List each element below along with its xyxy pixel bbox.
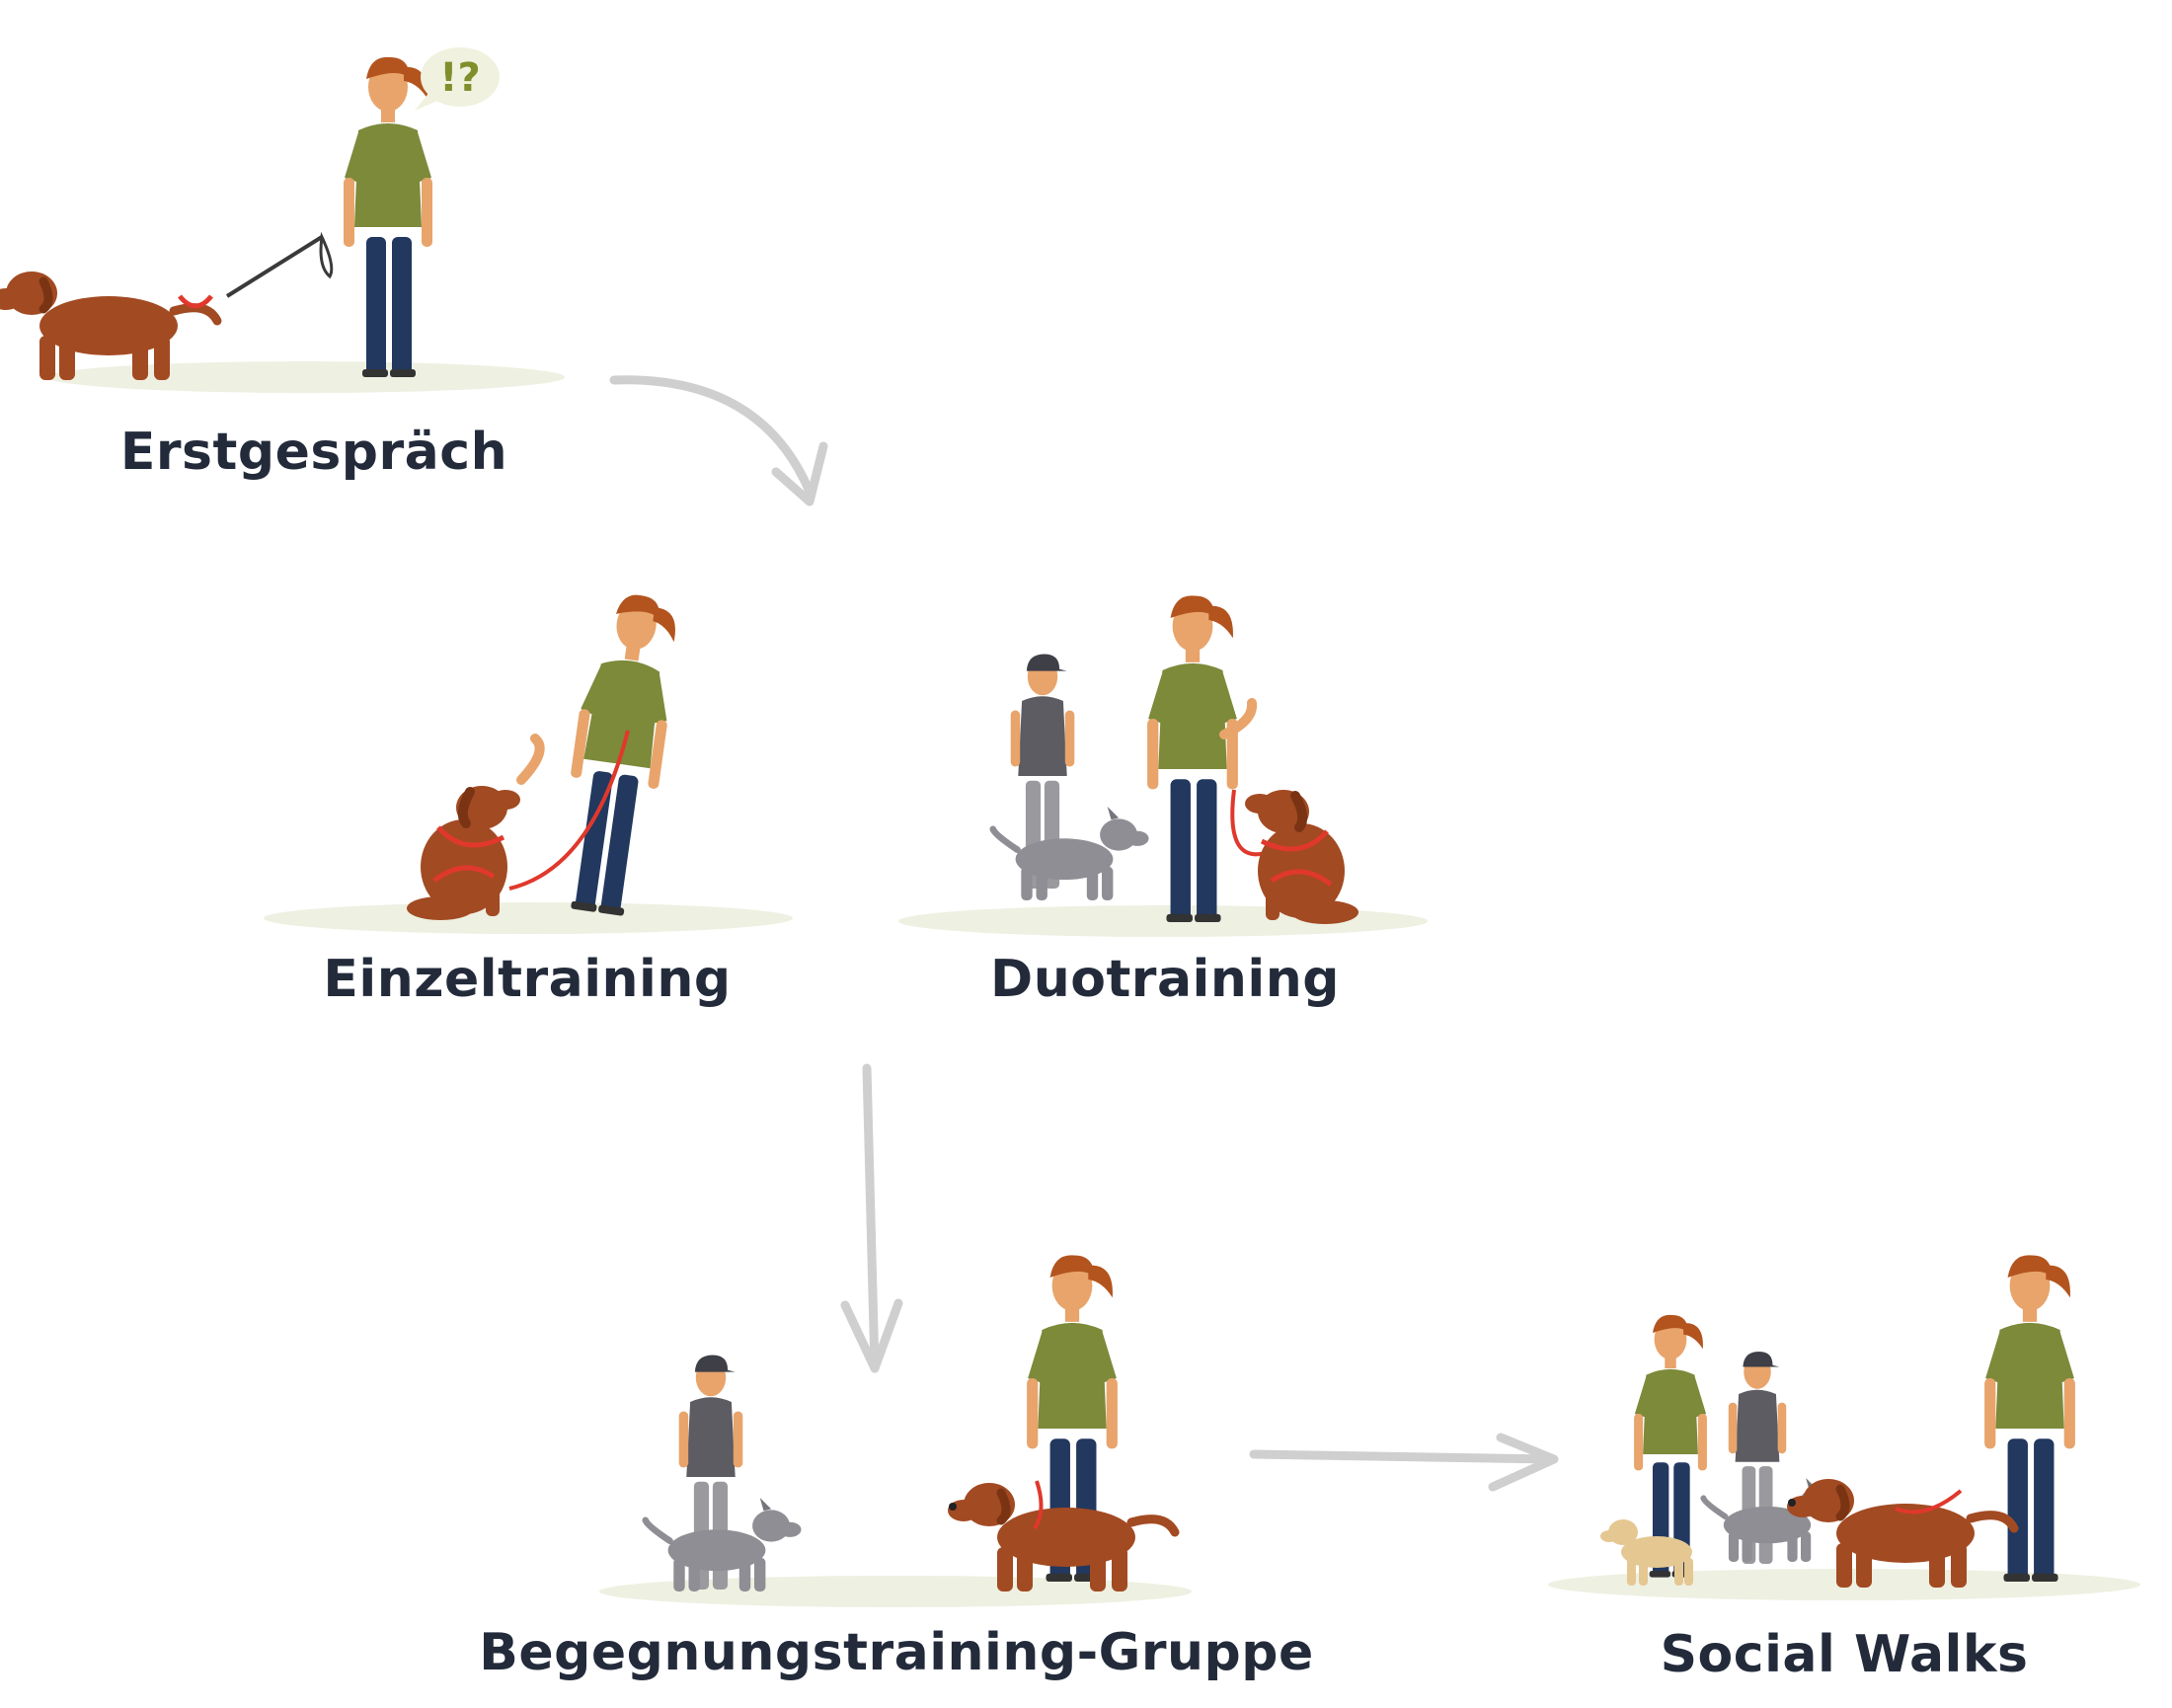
einzeltraining-illustration <box>407 588 685 920</box>
arrow-3 <box>1249 1433 1559 1492</box>
erstgespraech-illustration: !? <box>0 47 500 380</box>
leash <box>225 235 324 298</box>
leash <box>1895 1489 1963 1514</box>
leash <box>508 730 630 891</box>
ground-erstgespraech <box>47 361 565 393</box>
stage-label-einzeltraining: Einzeltraining <box>323 950 732 1009</box>
arrow-2 <box>840 1063 903 1373</box>
ground-einzeltraining <box>264 902 793 934</box>
stage-label-duotraining: Duotraining <box>990 950 1340 1009</box>
social-walks-illustration <box>1600 1255 2075 1588</box>
stage-label-begegnung: Begegnungstraining-Gruppe <box>479 1623 1314 1682</box>
leash <box>1033 1480 1044 1530</box>
arrow-1 <box>609 375 828 506</box>
stage-label-social-walks: Social Walks <box>1660 1625 2029 1684</box>
begegnung-illustration <box>646 1255 1175 1592</box>
speech-bubble-icon: !? <box>415 47 500 111</box>
duotraining-illustration <box>993 595 1358 924</box>
stage-label-erstgespraech: Erstgespräch <box>119 423 508 482</box>
speech-bubble-text: !? <box>439 55 480 101</box>
